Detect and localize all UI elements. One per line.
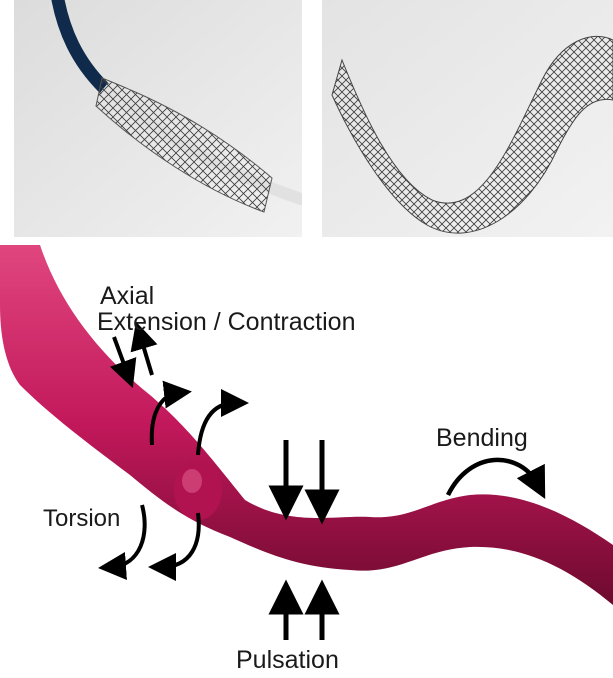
pulsation-label: Pulsation xyxy=(236,648,339,673)
pulsation-bottom-arrows xyxy=(286,597,322,640)
torsion-label: Torsion xyxy=(43,507,120,531)
bent-stent-photo xyxy=(322,0,613,237)
extension-contraction-label: Extension / Contraction xyxy=(97,310,355,335)
axial-label: Axial xyxy=(100,284,154,309)
bending-label: Bending xyxy=(436,426,528,451)
pulsation-top-arrows xyxy=(286,440,322,507)
bending-arrow xyxy=(448,460,538,495)
stent-on-catheter-photo xyxy=(14,0,302,237)
